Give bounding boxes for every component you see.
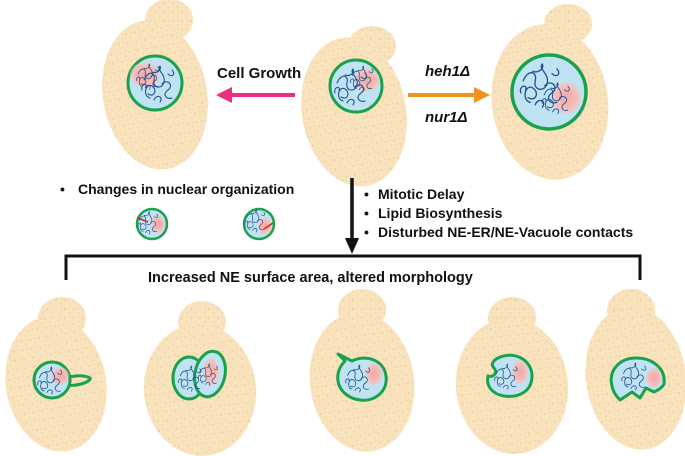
bullet-glyph: • — [60, 181, 65, 197]
changes-bullet-label: • Changes in nuclear organization — [60, 182, 294, 196]
bottom-cell-spiked — [309, 289, 415, 452]
heh1-label: heh1Δ — [425, 63, 471, 80]
cell-growth-label: Cell Growth — [217, 65, 302, 82]
changes-text: Changes in nuclear organization — [78, 181, 295, 197]
small-nucleus-1 — [135, 207, 169, 241]
wild-type-cell — [301, 26, 407, 187]
cell-growth-arrow — [216, 87, 295, 103]
consequence-item: Mitotic Delay — [364, 185, 633, 204]
nucleus-medium — [126, 54, 184, 112]
bottom-cell-double-lobed — [143, 301, 257, 456]
bracket-caption: Increased NE surface area, altered morph… — [148, 270, 473, 286]
consequence-list: Mitotic Delay Lipid Biosynthesis Disturb… — [364, 185, 633, 242]
consequence-item: Lipid Biosynthesis — [364, 204, 633, 223]
bottom-cell-collapsed — [585, 289, 685, 450]
down-arrow — [345, 178, 359, 254]
mutant-cell — [491, 4, 609, 180]
small-nucleus-2 — [242, 207, 276, 241]
nucleus-enlarged — [510, 53, 588, 131]
nucleus-wild-type — [328, 58, 384, 114]
bracket — [64, 254, 642, 280]
nucleus-indented — [486, 353, 534, 398]
bottom-cell-bleb — [5, 297, 107, 452]
consequence-item: Disturbed NE-ER/NE-Vacuole contacts — [364, 223, 633, 242]
nucleus-double-lobed — [171, 349, 227, 401]
nucleus-collapsed — [609, 356, 666, 402]
nucleus-bleb — [32, 360, 92, 400]
bottom-cell-indented — [455, 297, 569, 454]
nucleus-spiked — [336, 352, 388, 402]
mutant-arrow — [408, 87, 490, 103]
nur1-label: nur1Δ — [425, 109, 468, 126]
cell-growth-cell — [102, 0, 208, 170]
